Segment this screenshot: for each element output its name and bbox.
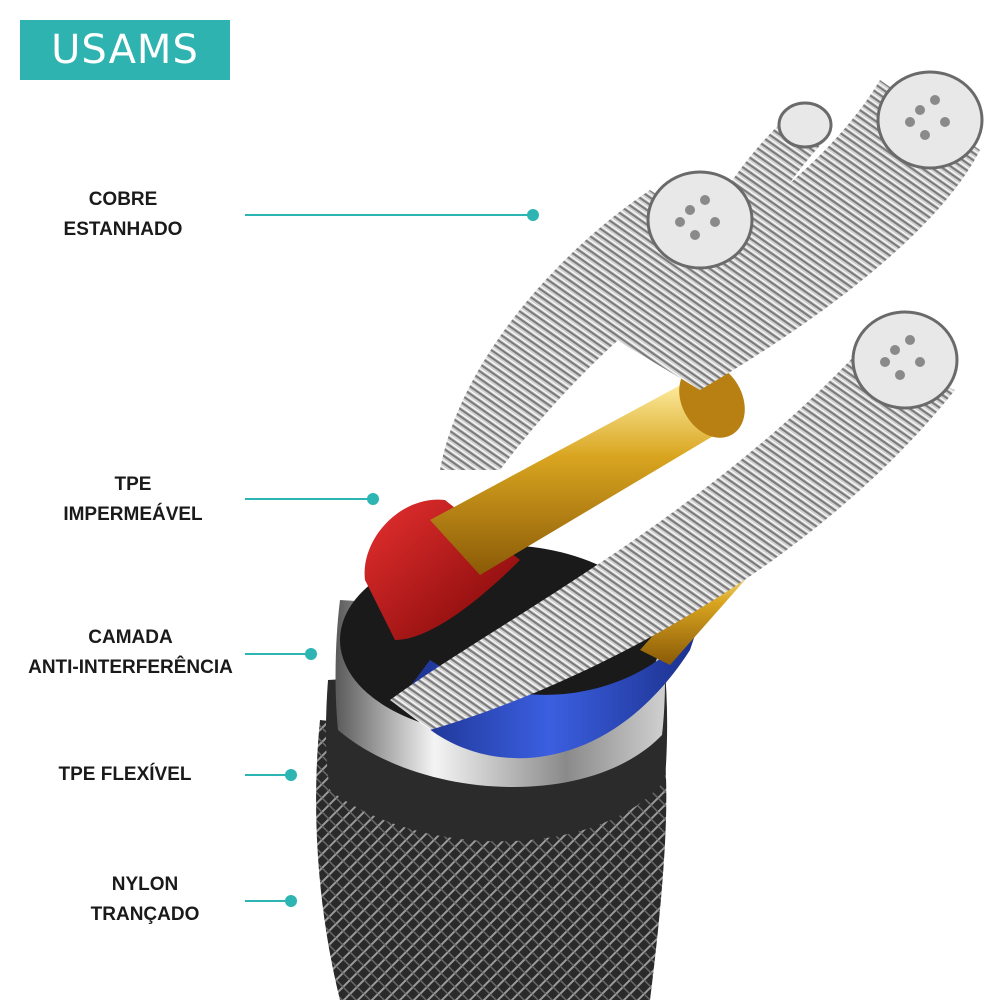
label-line: NYLON	[111, 874, 179, 895]
strand-end-1	[646, 170, 754, 270]
leader-line-3	[245, 653, 311, 655]
label-line: COBRE	[88, 189, 158, 210]
strand-end-2	[876, 70, 984, 170]
label-nylon-trancado: NYLON TRANÇADO	[80, 870, 210, 930]
strand-bundle-2	[600, 80, 980, 390]
label-tpe-impermeavel: TPE IMPERMEÁVEL	[58, 470, 208, 530]
leader-dot-3	[305, 648, 317, 660]
leader-line-1	[245, 214, 533, 216]
label-line: TPE	[114, 474, 152, 495]
leader-line-2	[245, 498, 373, 500]
label-camada-anti-interferencia: CAMADA ANTI-INTERFERÊNCIA	[18, 623, 243, 683]
leader-dot-5	[285, 895, 297, 907]
strand-bundle-4	[390, 350, 955, 730]
strand-bundle-1	[440, 190, 740, 470]
label-line: ANTI-INTERFERÊNCIA	[28, 657, 233, 678]
leader-dot-2	[367, 493, 379, 505]
label-line: ESTANHADO	[63, 219, 183, 240]
label-cobre-estanhado: COBRE ESTANHADO	[58, 185, 188, 245]
label-line: CAMADA	[88, 627, 173, 648]
usams-logo: USAMS	[20, 20, 230, 80]
leader-line-5	[245, 900, 291, 902]
logo-text: USAMS	[51, 27, 199, 73]
blue-sheath	[400, 620, 700, 759]
gold-conductor	[430, 377, 741, 575]
strand-end-4	[851, 310, 959, 410]
label-line: TPE FLEXÍVEL	[58, 764, 192, 785]
label-tpe-flexivel: TPE FLEXÍVEL	[50, 760, 200, 790]
leader-line-4	[245, 774, 291, 776]
strand-end-dots	[675, 95, 950, 380]
label-line: TRANÇADO	[90, 904, 200, 925]
strand-end-3	[777, 101, 833, 149]
leader-dot-4	[285, 769, 297, 781]
leader-dot-1	[527, 209, 539, 221]
label-line: IMPERMEÁVEL	[63, 504, 203, 525]
